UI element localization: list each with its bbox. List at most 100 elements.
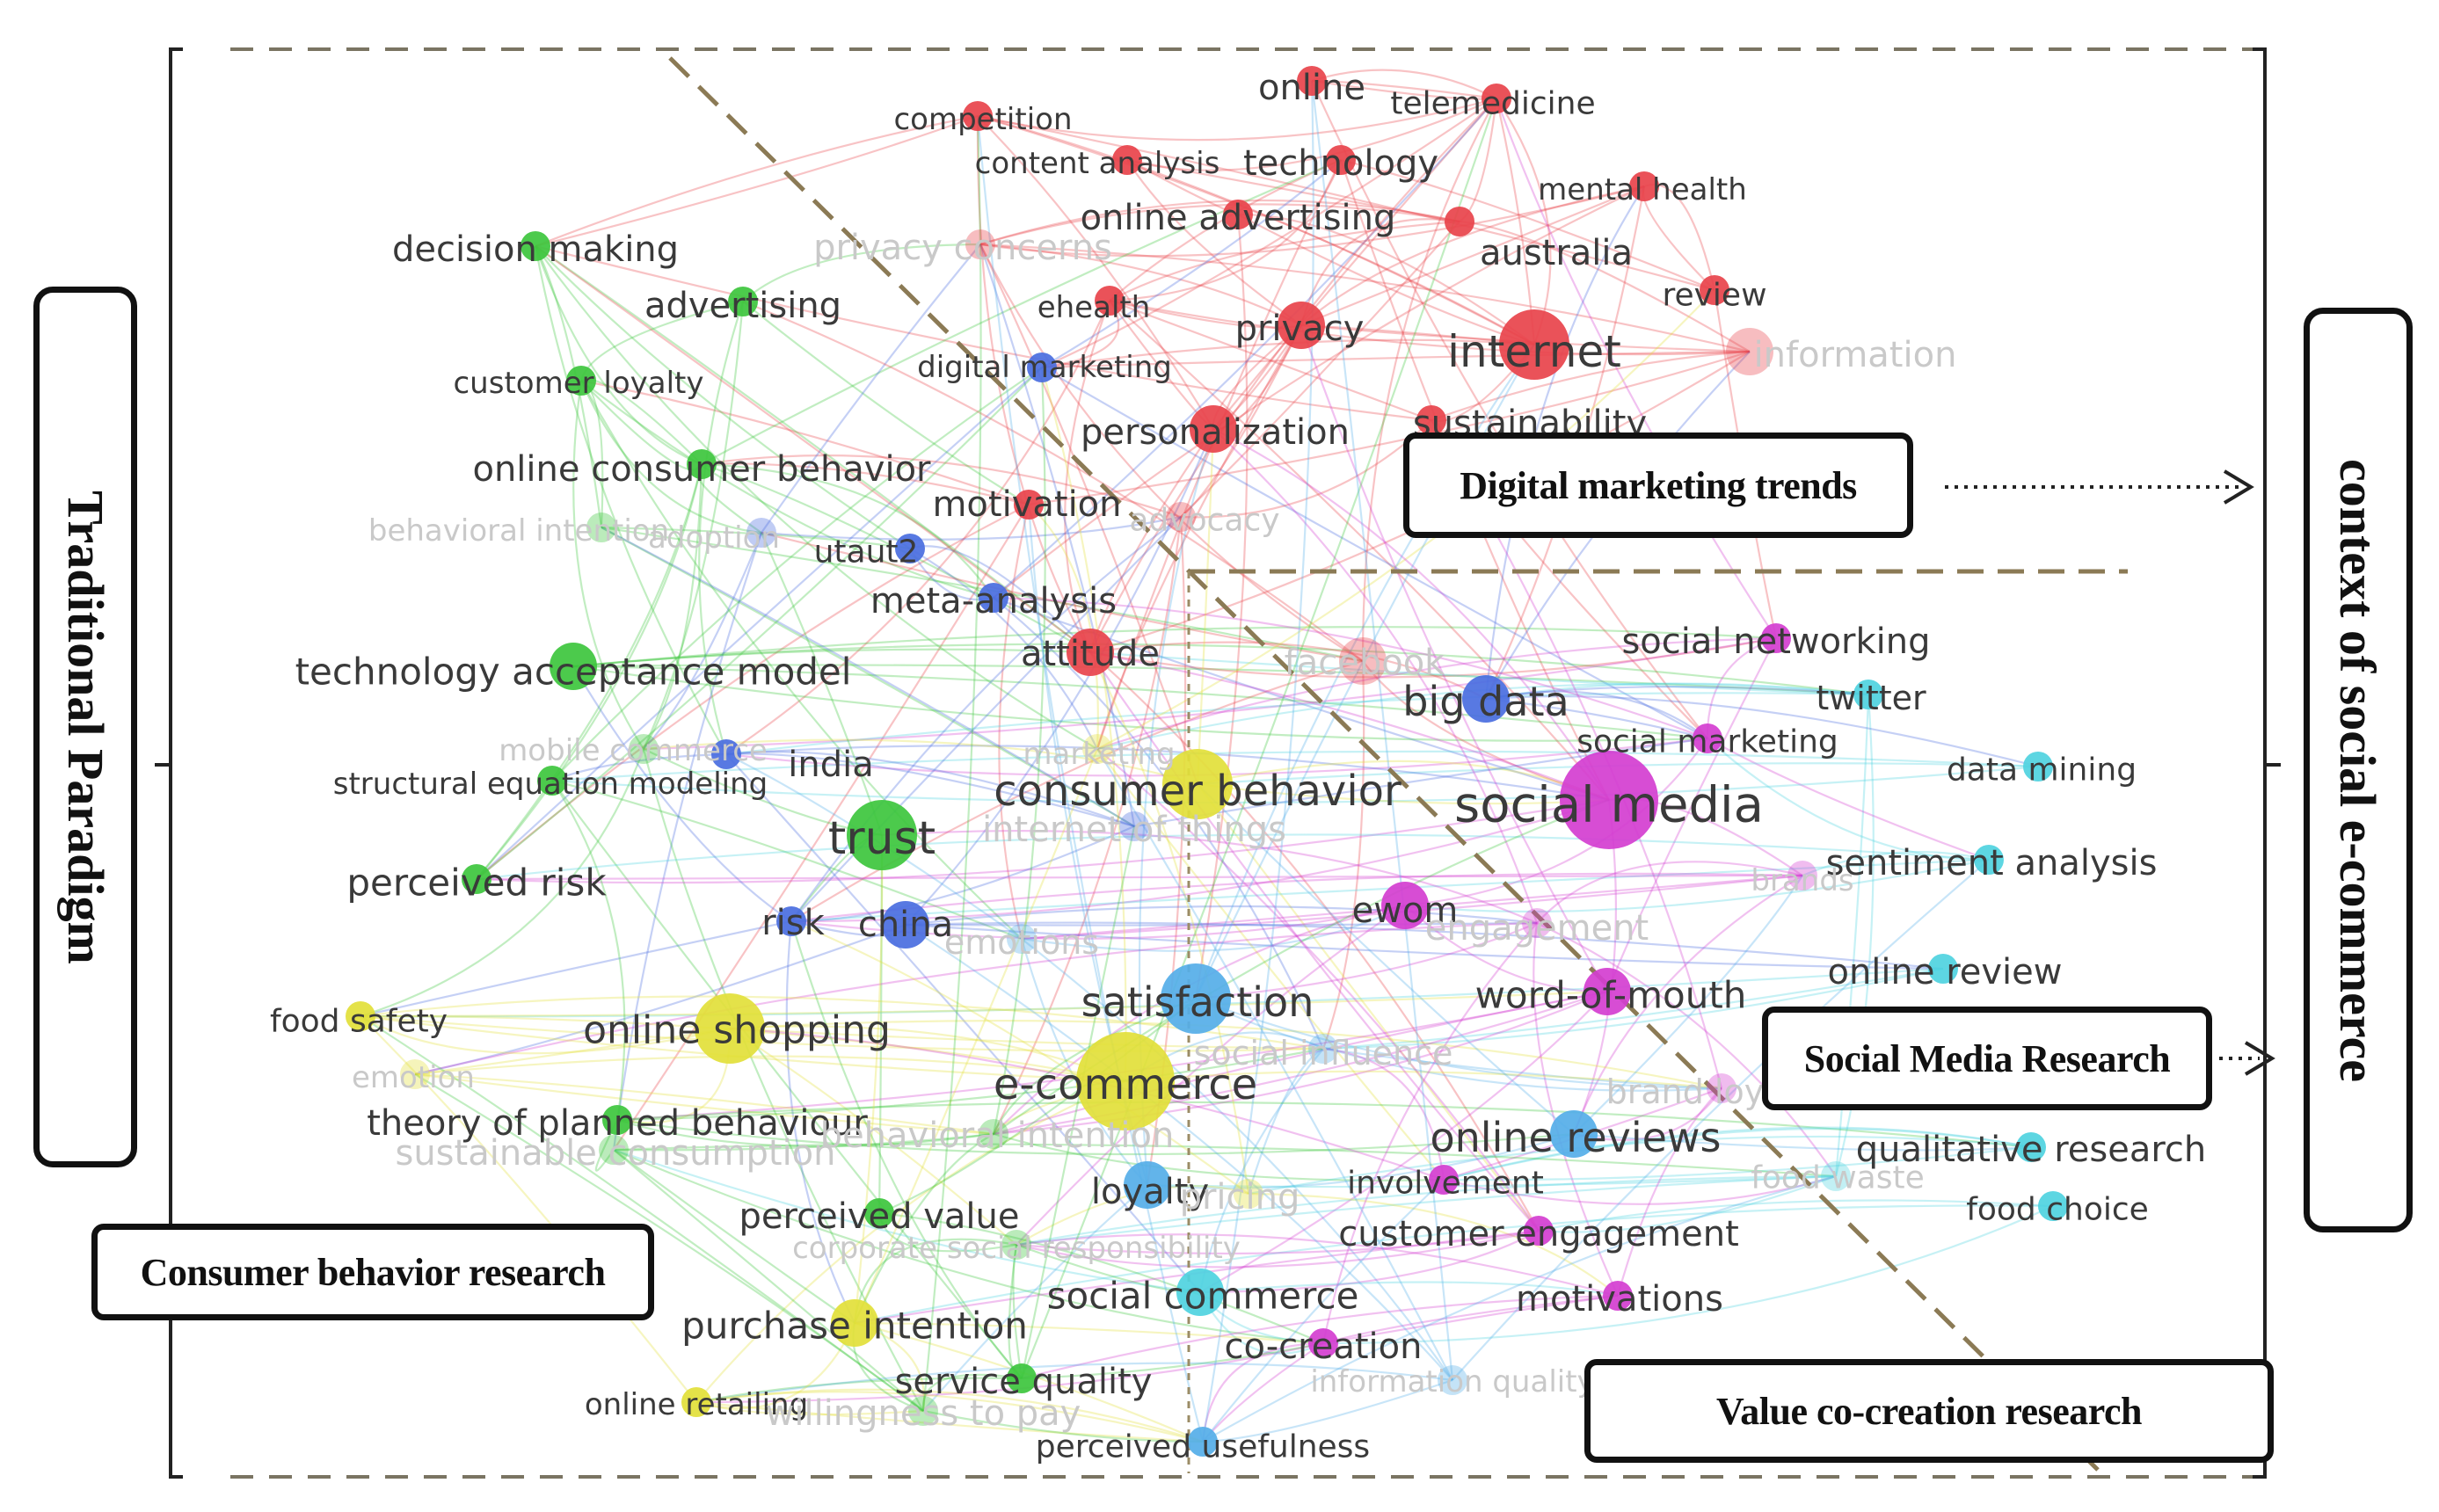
network-edge [881,830,1538,925]
label-perceived-usefulness: perceived usefulness [1036,1429,1370,1465]
network-edge [1040,367,1127,1082]
node-ewom [1381,882,1429,929]
label-twitter: twitter [1816,679,1926,717]
network-edge [1300,185,1645,326]
node-australia [1445,207,1474,236]
network-edge [572,665,1708,742]
label-social-media: social media [1454,777,1764,834]
network-edge [360,990,1608,1018]
label-qualitative-research: qualitative research [1856,1130,2207,1170]
network-edge [1109,220,1460,302]
network-edge [1180,419,1432,519]
network-edge [695,1362,1453,1404]
network-edge [1404,905,1608,993]
network-edge [1201,80,1314,1443]
network-edge [1485,682,1869,701]
network-edge [790,516,1182,922]
network-edge [551,752,727,782]
network-edge [993,990,1608,1136]
network-edge [1194,344,1535,1000]
network-edge [979,185,1645,258]
network-edge [979,243,1302,326]
network-edge [572,665,1708,740]
network-edge [1322,967,1944,1050]
label-advertising: advertising [644,286,841,326]
network-edge [360,995,1324,1050]
network-edge [1194,214,1249,1000]
network-edge [695,1322,855,1409]
node-online-reviews [1550,1110,1598,1158]
node-corporate-social-responsibility [1001,1230,1031,1260]
network-edge [613,1148,1324,1345]
network-edge [695,1377,1023,1404]
node-online-advertising [1223,200,1253,229]
value-co-creation-research-box: Value co-creation research [1584,1359,2274,1463]
label-motivations: motivations [1516,1279,1723,1319]
label-social-marketing: social marketing [1576,724,1838,760]
network-edge [725,752,1135,828]
network-edge [476,463,703,880]
network-edge [1020,98,1498,1379]
network-edge [698,301,745,755]
network-edge [551,779,1023,941]
network-edge [1802,851,1990,877]
consumer-behavior-research-box: Consumer behavior research [91,1224,654,1320]
network-edge [761,515,1182,541]
social-media-research-label: Social Media Research [1803,1036,2171,1080]
network-edge [854,1204,2054,1325]
network-edge [360,1014,1324,1052]
network-edge [616,1118,994,1148]
node-technology [1326,145,1356,175]
network-edge [790,516,1182,922]
network-edge [1180,324,1302,518]
network-edge [1096,289,1715,750]
node-india [711,739,741,769]
network-edge [1212,428,1610,801]
node-ehealth [1095,286,1125,316]
node-utaut2 [895,534,925,563]
label-perceived-risk: perceived risk [346,861,607,905]
digital-marketing-trends-label: Digital marketing trends [1460,463,1857,507]
label-content-analysis: content analysis [975,146,1220,181]
node-risk [776,906,806,936]
label-competition: competition [893,102,1072,137]
network-edge [476,798,1610,884]
network-edge [1089,98,1497,653]
network-edge [1443,1145,2032,1181]
network-edge [1197,762,2039,786]
network-edge [643,636,1777,751]
digital-arrow-head [2223,469,2254,505]
network-edge [729,1028,1017,1246]
map-frame [155,47,2281,1479]
network-edge [616,1047,1324,1122]
network-edge [701,462,994,599]
label-review: review [1662,278,1766,314]
network-edge [1707,738,1990,861]
node-food-waste [1821,1161,1851,1191]
network-edge [1202,1342,1324,1443]
network-edge [580,380,1023,940]
network-edge [1133,737,1708,828]
label-ewom: ewom [1352,890,1459,931]
node-co-creation [1308,1328,1338,1358]
network-edge [1201,1341,1324,1443]
network-edge [1706,636,1777,739]
network-edge [1041,367,1708,739]
network-edge [1605,637,1777,992]
node-content-analysis [1112,145,1142,175]
node-information-quality [1438,1365,1467,1395]
network-edge [1533,922,1620,1297]
label-facebook: facebook [1285,643,1446,683]
network-edge [1300,218,1460,326]
label-food-choice: food choice [1966,1192,2149,1228]
network-edge [1195,921,1538,1000]
network-edge [572,626,1777,668]
network-edge [360,1015,697,1403]
network-edge [790,825,1135,923]
network-edge [476,463,703,880]
network-edge [572,380,644,750]
network-edge [909,548,1098,750]
label-australia: australia [1480,233,1633,273]
network-edge [1248,1135,2032,1196]
